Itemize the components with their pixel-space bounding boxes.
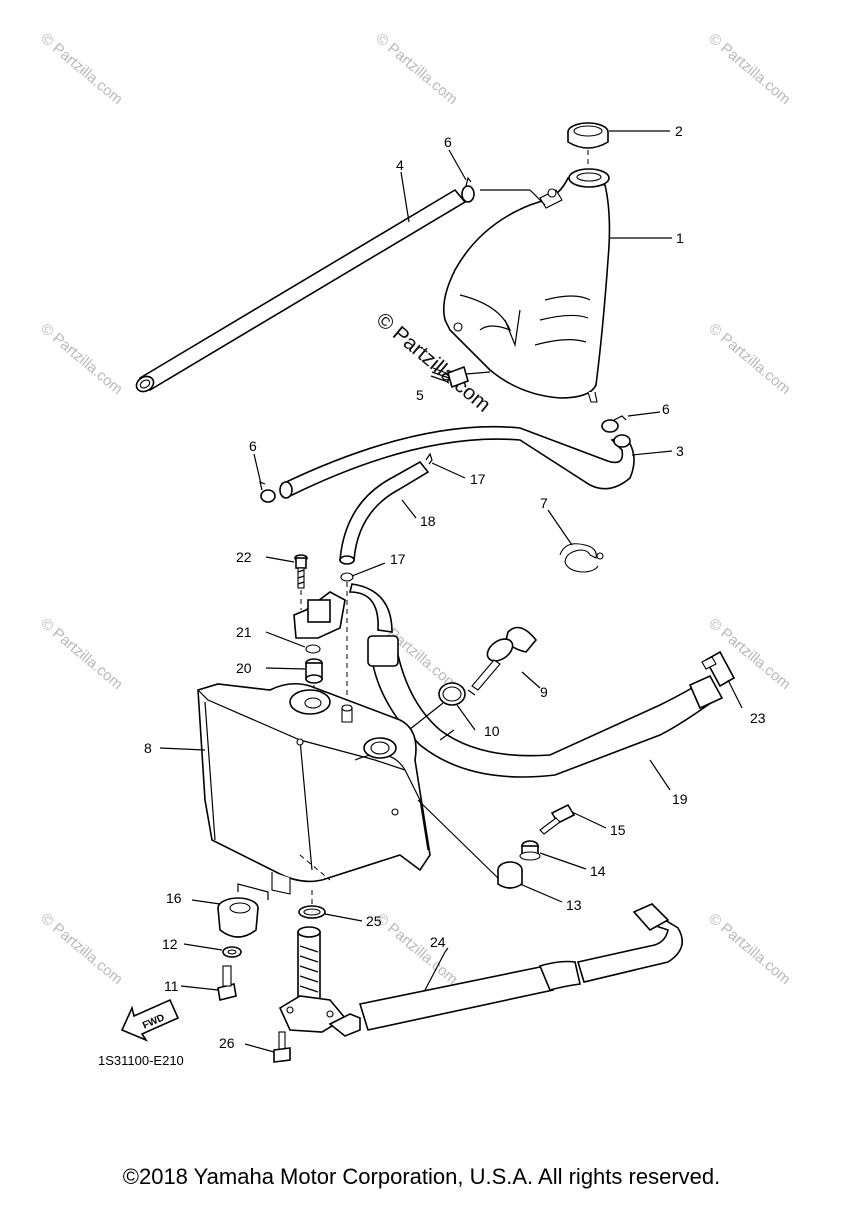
part-18-hose — [339, 460, 430, 565]
callout-25: 25 — [366, 913, 382, 929]
part-21-o-ring — [265, 631, 321, 654]
callout-19: 19 — [672, 791, 688, 807]
part-8-oil-tank — [159, 682, 506, 895]
callout-18: 18 — [420, 513, 436, 529]
part-5-bolt — [430, 365, 491, 389]
callout-6-right: 6 — [662, 401, 670, 417]
copyright-notice: ©2018 Yamaha Motor Corporation, U.S.A. A… — [122, 1164, 721, 1189]
part-24-oil-pipe — [278, 903, 684, 1037]
part-19-hose — [367, 635, 724, 791]
forward-arrow-icon: FWD — [120, 998, 180, 1042]
hose-joint-bracket — [293, 583, 393, 639]
part-4-breather-hose — [135, 171, 467, 393]
watermark: © Partzilla.com — [37, 615, 125, 693]
callout-8: 8 — [144, 740, 152, 756]
callout-2: 2 — [675, 123, 683, 139]
part-6-clamp-left — [253, 453, 276, 503]
callout-6-top: 6 — [444, 134, 452, 150]
callout-13: 13 — [566, 897, 582, 913]
callout-labels: 1 2 3 4 5 6 6 6 7 8 9 10 11 12 13 14 15 … — [144, 123, 766, 1051]
part-7-hose-clip — [547, 509, 604, 573]
part-6-clamp-top — [448, 149, 546, 206]
watermark: © Partzilla.com — [705, 910, 793, 988]
callout-24: 24 — [430, 934, 446, 950]
part-16-grommet — [191, 883, 269, 938]
part-2-cap — [567, 122, 670, 149]
part-10-o-ring — [389, 682, 476, 746]
watermark: © Partzilla.com — [37, 320, 125, 398]
callout-16: 16 — [166, 890, 182, 906]
callout-10: 10 — [484, 723, 500, 739]
callout-1: 1 — [676, 230, 684, 246]
diagram-code: 1S31100-E210 — [98, 1053, 184, 1068]
part-17-clip-upper — [425, 452, 466, 479]
part-14-grommet — [519, 840, 587, 870]
watermark: © Partzilla.com — [372, 30, 460, 108]
callout-9: 9 — [540, 684, 548, 700]
callout-20: 20 — [236, 660, 252, 676]
callout-7: 7 — [540, 495, 548, 511]
watermark: © Partzilla.com — [37, 910, 125, 988]
part-3-hose — [279, 425, 673, 499]
part-22-bolt — [265, 554, 308, 589]
part-17-clip-lower — [340, 562, 386, 582]
callout-14: 14 — [590, 863, 606, 879]
callout-17-lower: 17 — [390, 551, 406, 567]
callout-23: 23 — [750, 710, 766, 726]
watermark: © Partzilla.com — [37, 30, 125, 108]
part-6-clamp-right — [601, 411, 661, 433]
callout-15: 15 — [610, 822, 626, 838]
callout-5: 5 — [416, 387, 424, 403]
callout-26: 26 — [219, 1035, 235, 1051]
part-26-bolt — [244, 1031, 291, 1063]
part-20-collar — [265, 658, 323, 684]
watermark: © Partzilla.com — [705, 320, 793, 398]
part-12-washer — [183, 943, 242, 958]
callout-22: 22 — [236, 549, 252, 565]
callout-17-upper: 17 — [470, 471, 486, 487]
part-25-o-ring — [298, 905, 363, 922]
callout-11: 11 — [164, 978, 179, 994]
part-13-damper — [497, 861, 563, 903]
part-23-fitting — [701, 650, 743, 709]
part-1-reservoir-tank — [442, 168, 672, 403]
part-11-bolt — [180, 965, 237, 1001]
callout-6-left: 6 — [249, 438, 257, 454]
callout-3: 3 — [676, 443, 684, 459]
part-15-bolt — [539, 803, 607, 835]
callout-12: 12 — [162, 936, 178, 952]
watermark: © Partzilla.com — [705, 30, 793, 108]
callout-4: 4 — [396, 157, 404, 173]
callout-21: 21 — [236, 624, 252, 640]
part-9-dipstick — [467, 626, 541, 696]
